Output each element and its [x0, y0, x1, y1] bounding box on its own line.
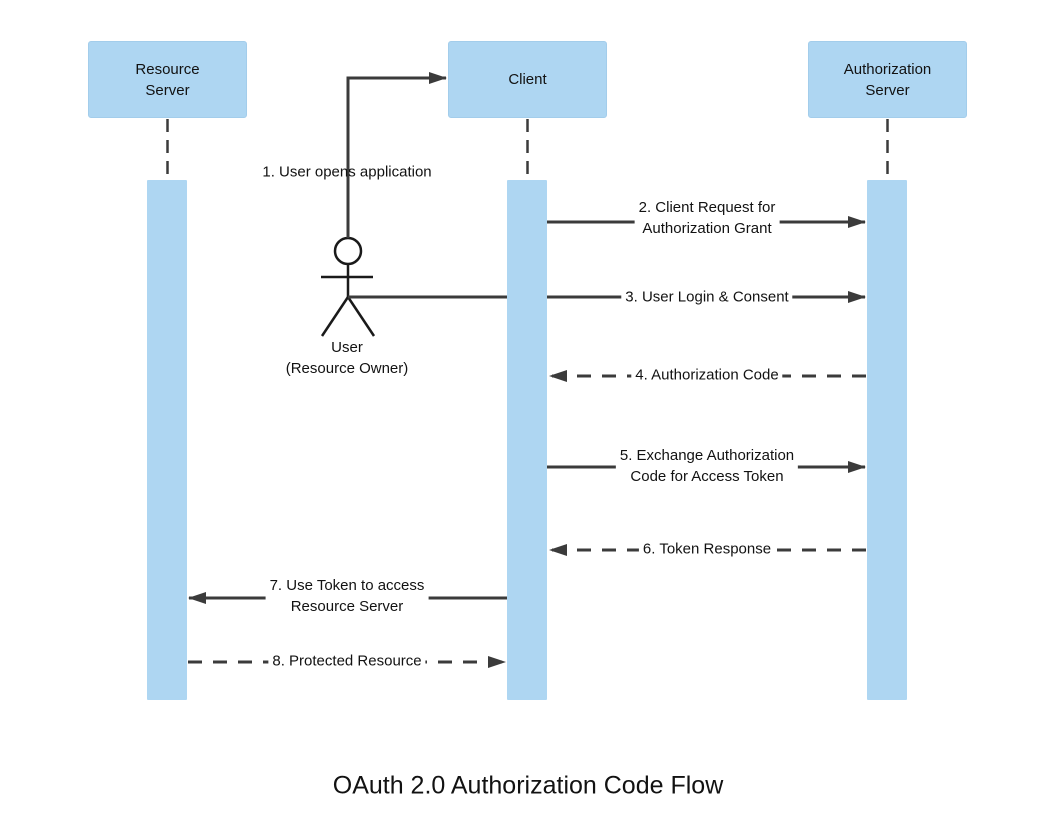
- actor-resource-server: Resource Server: [88, 41, 247, 118]
- message-label-4: 4. Authorization Code: [631, 364, 783, 386]
- activation-bar-authorization-server: [867, 180, 907, 700]
- user-leg-left: [320, 296, 350, 337]
- user-head: [333, 236, 363, 266]
- activation-bar-resource-server: [147, 180, 187, 700]
- message-label-5: 5. Exchange Authorization Code for Acces…: [615, 445, 799, 487]
- user-actor-icon: [320, 236, 376, 337]
- message-arrow-1: [346, 72, 447, 238]
- message-label-6: 6. Token Response: [638, 538, 776, 560]
- message-label-7: 7. Use Token to access Resource Server: [265, 575, 429, 617]
- message-label-1: 1. User opens application: [262, 163, 432, 181]
- actor-authorization-server: Authorization Server: [808, 41, 967, 118]
- message-label-2: 2. Client Request for Authorization Gran…: [634, 197, 780, 239]
- actor-client: Client: [448, 41, 607, 118]
- diagram-title: OAuth 2.0 Authorization Code Flow: [332, 771, 724, 800]
- user-leg-right: [346, 296, 376, 337]
- user-actor-label: User (Resource Owner): [285, 339, 409, 377]
- message-label-8: 8. Protected Resource: [268, 650, 426, 672]
- message-label-3: 3. User Login & Consent: [621, 286, 793, 308]
- activation-bar-client: [507, 180, 547, 700]
